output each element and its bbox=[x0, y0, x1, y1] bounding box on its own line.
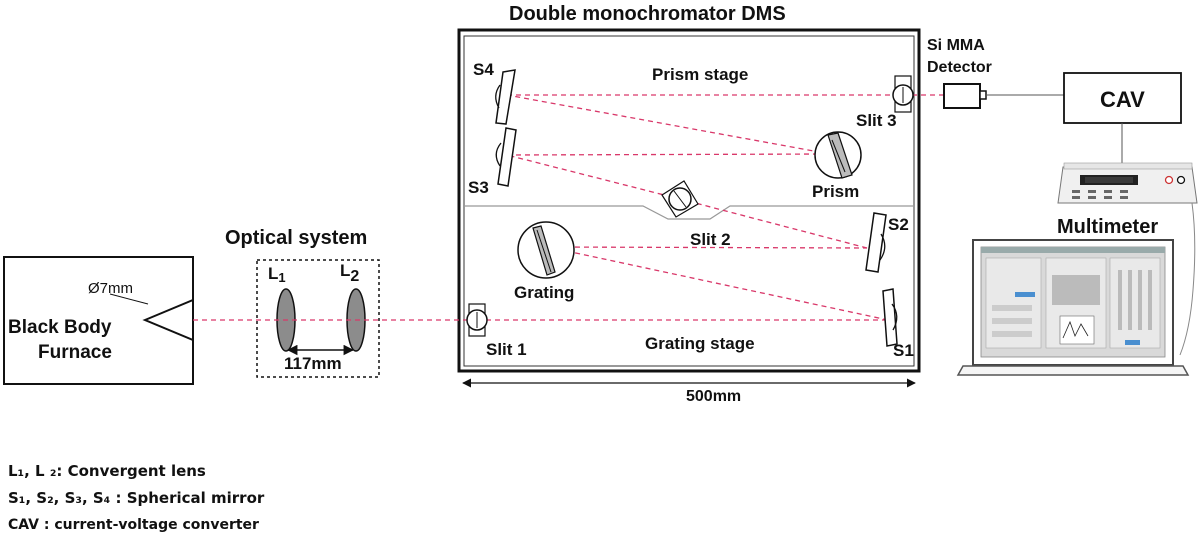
s3-label: S3 bbox=[468, 178, 489, 197]
legend-cav: CAV : current-voltage converter bbox=[8, 517, 259, 533]
optical-system-title: Optical system bbox=[225, 227, 367, 249]
prism: Prism bbox=[812, 131, 862, 201]
grating: Grating bbox=[514, 221, 575, 302]
multimeter: Multimeter bbox=[1057, 162, 1198, 356]
slit2-label: Slit 2 bbox=[690, 230, 731, 249]
cav-label: CAV bbox=[1100, 87, 1145, 112]
mirror-s2: S2 bbox=[865, 212, 909, 273]
aperture-label: Ø7mm bbox=[88, 280, 133, 297]
s4-label: S4 bbox=[473, 60, 494, 79]
slit-1: Slit 1 bbox=[466, 303, 527, 359]
black-body-furnace: Ø7mm Black Body Furnace bbox=[3, 256, 194, 385]
cav-box: CAV bbox=[986, 72, 1182, 165]
grating-label: Grating bbox=[514, 283, 574, 302]
s2-label: S2 bbox=[888, 215, 909, 234]
slit-2: Slit 2 bbox=[661, 180, 731, 249]
mirror-s3: S3 bbox=[468, 127, 517, 197]
legend-mirror: S₁, S₂, S₃, S₄ : Spherical mirror bbox=[8, 489, 265, 507]
legend-lens: L₁, L ₂: Convergent lens bbox=[8, 462, 206, 480]
slit3-label: Slit 3 bbox=[856, 111, 897, 130]
grating-stage-label: Grating stage bbox=[645, 334, 755, 353]
optical-system: Optical system L1 L2 117mm bbox=[225, 227, 380, 378]
mirror-s4: S4 bbox=[473, 60, 516, 125]
beam-paths bbox=[193, 94, 945, 321]
lens-spacing-label: 117mm bbox=[284, 354, 342, 373]
si-mma-detector: Si MMA Detector bbox=[927, 37, 992, 109]
detector-label-1: Si MMA bbox=[927, 37, 985, 54]
lens1-label: L1 bbox=[268, 264, 286, 285]
s1-label: S1 bbox=[893, 341, 914, 360]
lens2-label: L2 bbox=[340, 261, 359, 285]
prism-label: Prism bbox=[812, 182, 859, 201]
multimeter-label: Multimeter bbox=[1057, 216, 1158, 238]
legend: L₁, L ₂: Convergent lens S₁, S₂, S₃, S₄ … bbox=[8, 462, 265, 533]
dms-title: Double monochromator DMS bbox=[509, 3, 786, 25]
detector-label-2: Detector bbox=[927, 59, 992, 76]
slit1-label: Slit 1 bbox=[486, 340, 527, 359]
slit-3: Slit 3 bbox=[856, 75, 914, 130]
dms-enclosure: Double monochromator DMS Prism stage Gra… bbox=[457, 3, 921, 405]
furnace-label: Furnace bbox=[38, 342, 112, 363]
black-body-label: Black Body bbox=[8, 317, 112, 338]
mirror-s1: S1 bbox=[882, 288, 914, 360]
laptop bbox=[956, 239, 1190, 376]
dms-width-label: 500mm bbox=[686, 388, 741, 405]
prism-stage-label: Prism stage bbox=[652, 65, 748, 84]
